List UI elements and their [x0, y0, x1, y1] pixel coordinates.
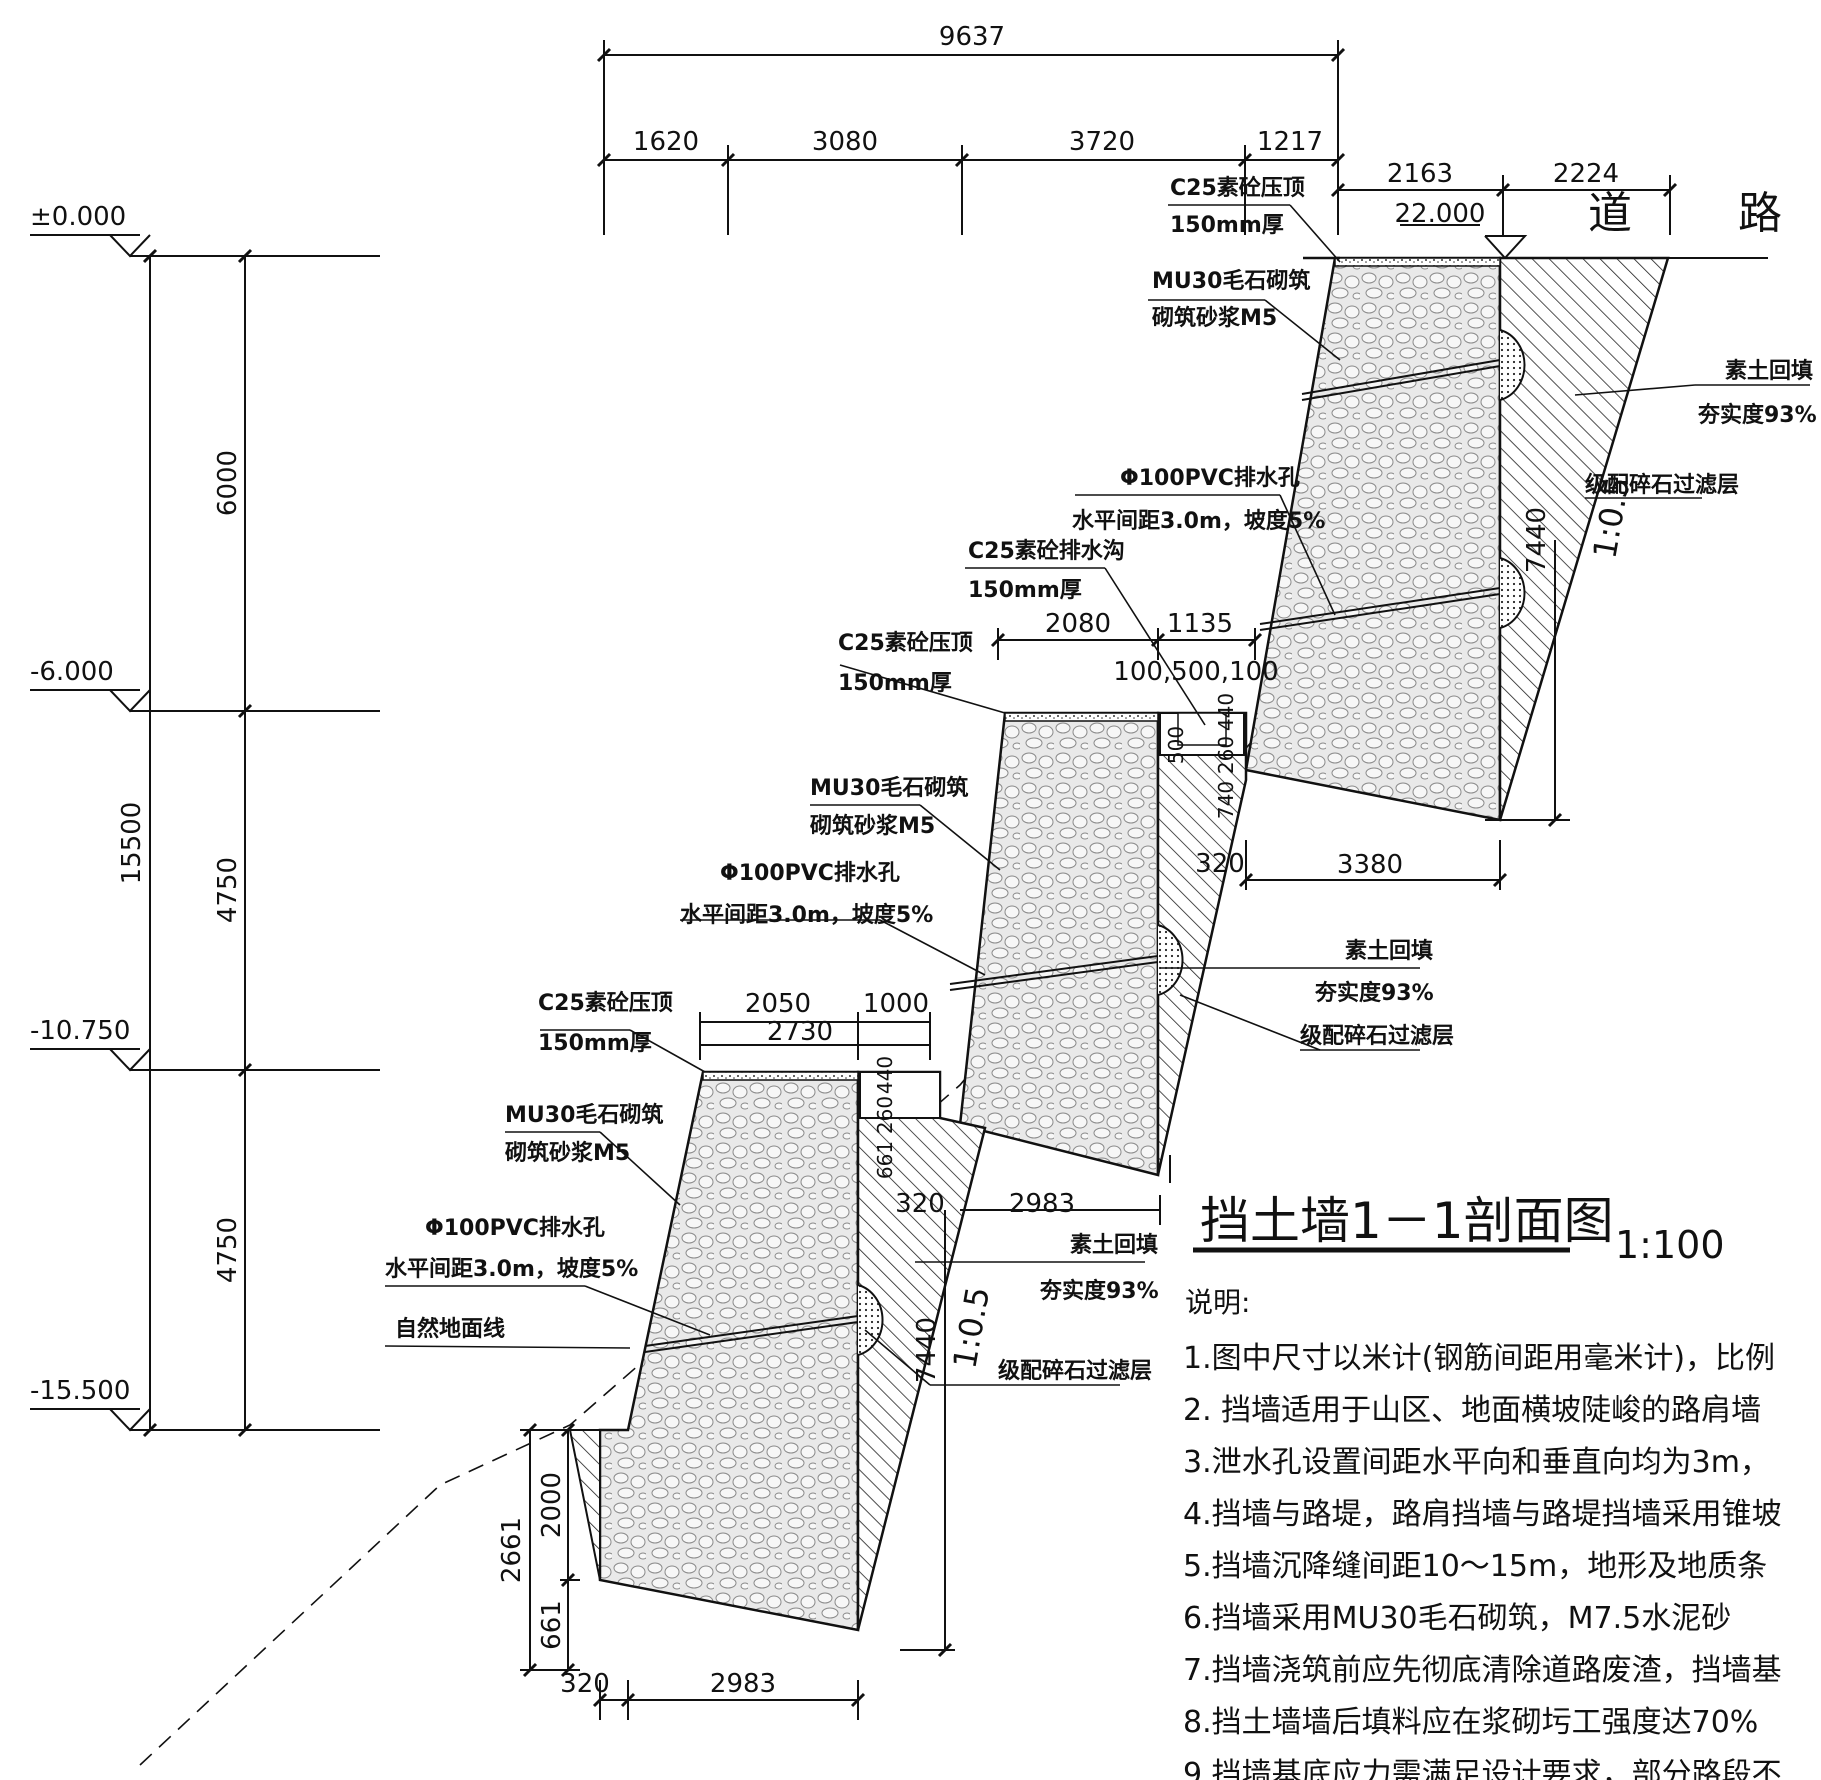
dim-overall-height: 15500: [117, 802, 147, 885]
note-line-8: 8.挡土墙墙后填料应在浆砌圬工强度达70%: [1183, 1705, 1758, 1740]
dim-seg-3: 3720: [1069, 127, 1135, 157]
lower-drain-label: Φ100PVC排水孔: [425, 1216, 605, 1241]
level-0: ±0.000: [30, 202, 126, 232]
upper-base-dim: 3380: [1337, 850, 1403, 880]
lower-filter-label: 级配碎石过滤层: [998, 1358, 1152, 1384]
dim-seg-4: 1217: [1257, 127, 1323, 157]
note-line-9: 9.挡墙基底应力需满足设计要求，部分路段不: [1183, 1757, 1782, 1780]
lower-ditch-small-2: 260: [873, 1096, 897, 1134]
upper-cap-label: C25素砼压顶: [1170, 175, 1305, 201]
middle-ditch-depth: 500: [1164, 726, 1188, 764]
middle-cap-thickness: 150mm厚: [838, 671, 952, 696]
lower-found-dim-total: 2661: [497, 1517, 527, 1583]
dim-seg-1: 1620: [633, 127, 699, 157]
middle-drain-label: Φ100PVC排水孔: [720, 861, 900, 886]
upper-compaction-label: 夯实度93%: [1697, 402, 1817, 428]
dim-right-2: 2224: [1553, 159, 1619, 189]
lower-ditch-small-3: 661: [873, 1141, 897, 1179]
road-elevation: 22.000: [1395, 199, 1486, 229]
lower-top-dim-2: 1000: [863, 989, 929, 1019]
lower-mortar-label: 砌筑砂浆M5: [504, 1140, 630, 1166]
dim-seg3-height: 4750: [213, 1217, 243, 1283]
middle-ditch-small-2: 260: [1214, 736, 1238, 774]
level-15-5: -15.500: [30, 1376, 130, 1406]
lower-backfill-label: 素土回填: [1070, 1232, 1158, 1258]
dim-seg2-height: 4750: [213, 857, 243, 923]
dim-total: 9637: [939, 22, 1005, 52]
middle-ditch-small-3: 740: [1214, 781, 1238, 819]
road-label-2: 路: [1738, 188, 1782, 239]
middle-compaction-label: 夯实度93%: [1314, 980, 1434, 1006]
upper-masonry-label: MU30毛石砌筑: [1152, 268, 1310, 294]
road-label-1: 道: [1588, 188, 1632, 239]
note-line-2: 2. 挡墙适用于山区、地面横坡陡峻的路肩墙: [1183, 1393, 1761, 1428]
middle-drain-spacing: 水平间距3.0m，坡度5%: [680, 902, 933, 928]
middle-base-dim: 2983: [1009, 1189, 1075, 1219]
lower-ditch-small-1: 440: [873, 1056, 897, 1094]
dim-seg-2: 3080: [812, 127, 878, 157]
upper-drain-spacing: 水平间距3.0m，坡度5%: [1072, 508, 1325, 534]
lower-compaction-label: 夯实度93%: [1039, 1278, 1159, 1304]
middle-cap-label: C25素砼压顶: [838, 630, 973, 656]
lower-toe-dim: 320: [560, 1669, 610, 1699]
middle-ditch-label: C25素砼排水沟: [968, 538, 1125, 564]
lower-found-dim-1: 2000: [537, 1472, 567, 1538]
note-line-6: 6.挡墙采用MU30毛石砌筑，M7.5水泥砂: [1183, 1601, 1731, 1636]
upper-mortar-label: 砌筑砂浆M5: [1151, 305, 1277, 331]
dim-right-1: 2163: [1387, 159, 1453, 189]
note-line-3: 3.泄水孔设置间距水平向和垂直向均为3m，: [1183, 1445, 1770, 1480]
lower-height-dim: 7440: [912, 1317, 942, 1383]
level-6: -6.000: [30, 657, 114, 687]
notes-heading: 说明:: [1185, 1286, 1250, 1319]
lower-total-dim: 2730: [767, 1017, 833, 1047]
lower-slope: 1:0.5: [945, 1284, 997, 1371]
lower-top-dim-1: 2050: [745, 989, 811, 1019]
middle-mortar-label: 砌筑砂浆M5: [809, 813, 935, 839]
upper-height-dim: 7440: [1522, 507, 1552, 573]
lower-cap-label: C25素砼压顶: [538, 990, 673, 1016]
note-line-7: 7.挡墙浇筑前应先彻底清除道路废渣，挡墙基: [1183, 1653, 1782, 1688]
upper-drain-label: Φ100PVC排水孔: [1120, 466, 1300, 491]
note-line-1: 1.图中尺寸以米计(钢筋间距用毫米计)，比例: [1183, 1341, 1775, 1376]
upper-toe-dim: 320: [1195, 849, 1245, 879]
upper-backfill-label: 素土回填: [1725, 358, 1813, 384]
drawing-title: 挡土墙1－1剖面图: [1200, 1192, 1614, 1250]
drawing-scale: 1:100: [1615, 1223, 1725, 1267]
lower-cap-thickness: 150mm厚: [538, 1031, 652, 1056]
dim-seg1-height: 6000: [213, 450, 243, 516]
middle-backfill-label: 素土回填: [1345, 938, 1433, 964]
middle-filter-label: 级配碎石过滤层: [1300, 1023, 1454, 1049]
middle-ditch-thickness: 150mm厚: [968, 578, 1082, 603]
middle-ditch-dims: 100,500,100: [1113, 657, 1278, 687]
lower-found-dim-2: 661: [537, 1600, 567, 1650]
middle-top-dim-2: 1135: [1167, 609, 1233, 639]
middle-ditch-small-1: 440: [1214, 693, 1238, 731]
level-10-75: -10.750: [30, 1016, 130, 1046]
upper-cap-thickness: 150mm厚: [1170, 213, 1284, 238]
lower-ground-label: 自然地面线: [395, 1316, 505, 1342]
note-line-4: 4.挡墙与路堤，路肩挡墙与路堤挡墙采用锥坡: [1183, 1497, 1782, 1532]
middle-toe-dim: 320: [895, 1189, 945, 1219]
lower-base-dim: 2983: [710, 1669, 776, 1699]
lower-drain-spacing: 水平间距3.0m，坡度5%: [385, 1256, 638, 1282]
middle-top-dim-1: 2080: [1045, 609, 1111, 639]
middle-masonry-label: MU30毛石砌筑: [810, 775, 968, 801]
lower-masonry-label: MU30毛石砌筑: [505, 1102, 663, 1128]
note-line-5: 5.挡墙沉降缝间距10～15m，地形及地质条: [1183, 1549, 1767, 1584]
upper-filter-label: 级配碎石过滤层: [1585, 472, 1739, 498]
